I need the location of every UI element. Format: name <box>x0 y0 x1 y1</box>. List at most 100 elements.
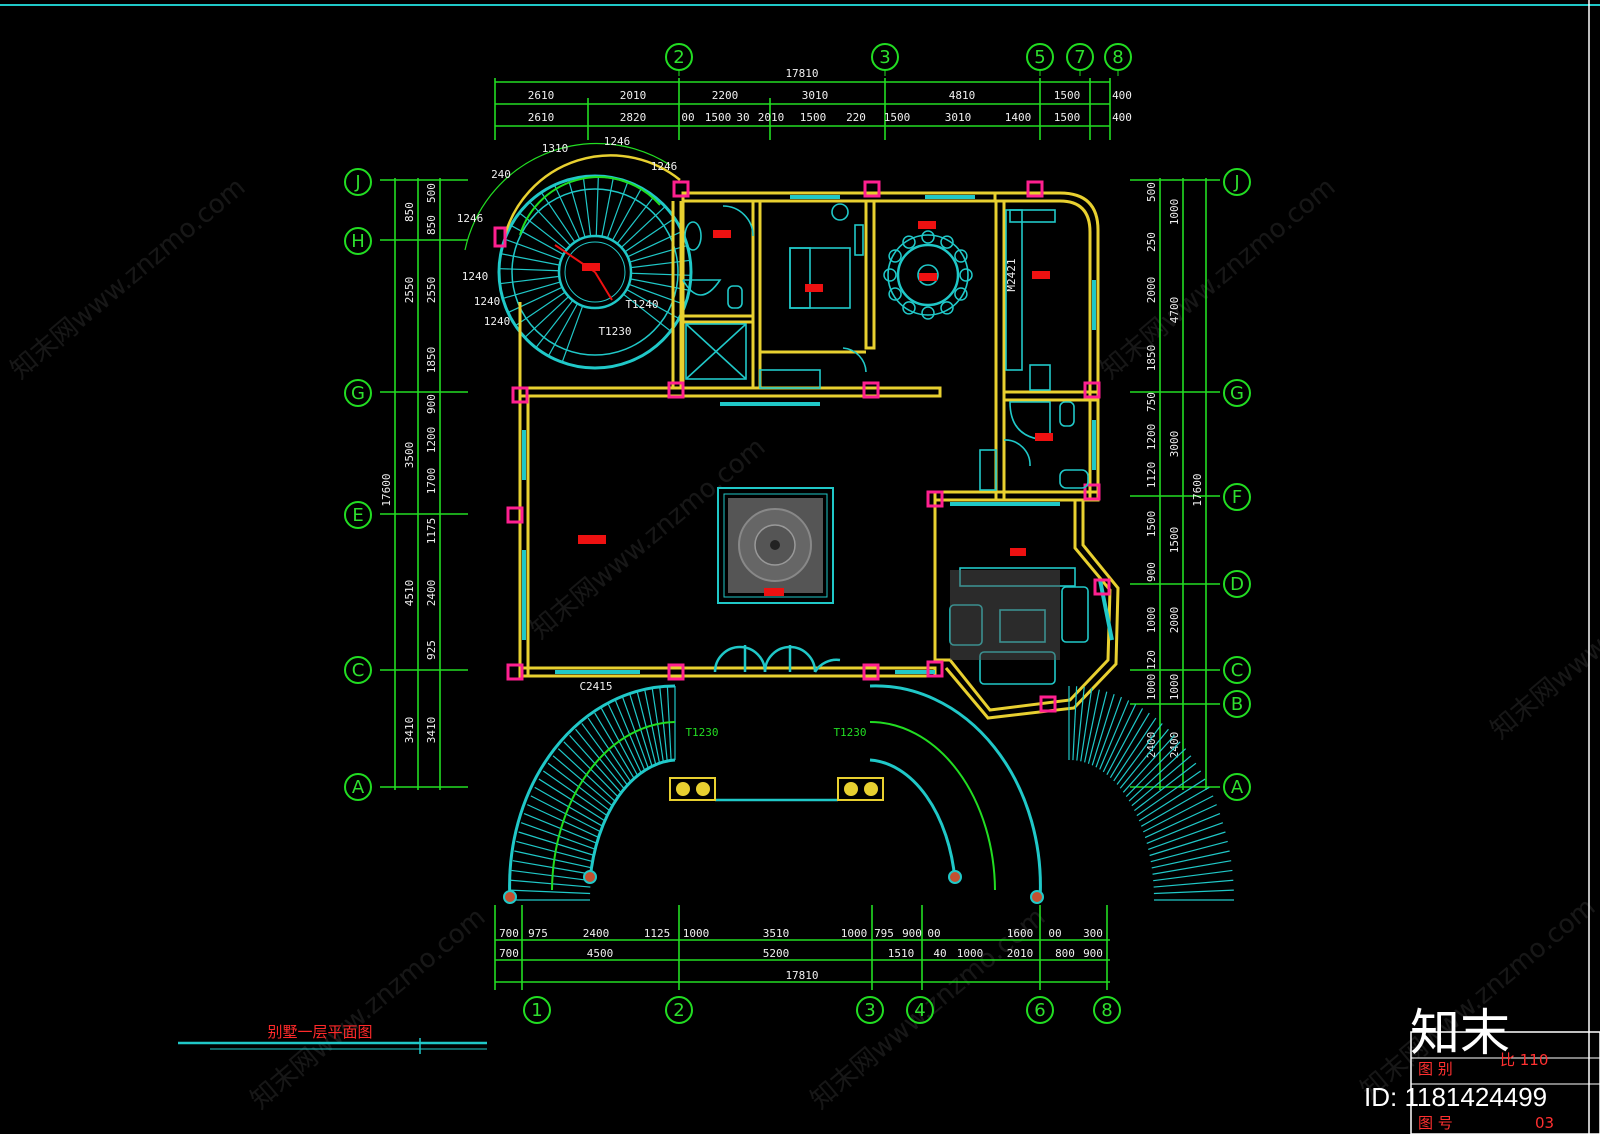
stair-arc-dim: 1240 <box>484 315 511 328</box>
dim-text: 2610 <box>528 111 555 124</box>
dim-text: 1600 <box>1007 927 1034 940</box>
dim-overall-bottom: 17810 <box>785 969 818 982</box>
stair-tag: T1230 <box>598 325 631 338</box>
stair-tread <box>529 202 571 247</box>
stair-tread <box>1084 689 1100 763</box>
dining-chair <box>959 268 973 282</box>
dim-text: 850 <box>403 202 416 222</box>
stair-tread <box>501 253 560 266</box>
stair-tread <box>1149 831 1226 857</box>
axis-label-top: 5 <box>1034 47 1045 68</box>
axis-label-left: J <box>354 172 360 193</box>
watermark-text: 知末网www.znzmo.com <box>1355 892 1600 1105</box>
dim-text: 925 <box>425 640 438 660</box>
stair-tread <box>1153 879 1234 888</box>
dim-text: 2200 <box>712 89 739 102</box>
dining-chair <box>921 306 935 320</box>
dim-overall-left: 17600 <box>380 473 393 506</box>
dim-text: 1510 <box>888 947 915 960</box>
stair-tread <box>1102 703 1137 773</box>
dining-chair <box>888 287 902 301</box>
dimension-lines <box>380 78 1220 990</box>
axis-label-bottom: 1 <box>531 1000 542 1021</box>
dim-text: 2010 <box>620 89 647 102</box>
watermark-text: 知末网www.znzmo.com <box>5 172 251 385</box>
title-block-cell: 03 <box>1535 1114 1554 1132</box>
dim-text: 1500 <box>1145 511 1158 538</box>
dim-text: 1700 <box>425 468 438 495</box>
stair-arc-dim: 240 <box>491 168 511 181</box>
axis-label-bottom: 4 <box>914 1000 925 1021</box>
stair-arc-dim: 1246 <box>457 212 484 225</box>
dim-text: 1200 <box>425 427 438 454</box>
dim-text: 1500 <box>800 111 827 124</box>
stair-tread <box>626 288 679 319</box>
dim-text: 1000 <box>1168 674 1181 701</box>
stair-tread <box>606 182 629 239</box>
stair-tread <box>511 869 591 882</box>
stair-tread <box>1122 734 1175 793</box>
axis-label-right: F <box>1232 487 1242 508</box>
dim-text: 1500 <box>1054 89 1081 102</box>
watermark-text: 知末网www.znzmo.com <box>1095 172 1341 385</box>
stair-treads <box>1068 686 1234 901</box>
dim-text: 700 <box>499 947 519 960</box>
dim-text: 400 <box>1112 111 1132 124</box>
stair-tread <box>1150 840 1228 863</box>
stair-arc-labels: 240 1310 1246 1246 1246 1240 1240 1240 T… <box>457 135 678 338</box>
dim-text: 795 <box>874 927 894 940</box>
axis-label-top: 2 <box>673 47 684 68</box>
exterior-stairs <box>503 684 1234 904</box>
axis-label-top: 7 <box>1074 47 1085 68</box>
stair-tread <box>500 268 560 272</box>
dim-text: 975 <box>528 927 548 940</box>
dining-chair <box>883 268 897 282</box>
stair-tread <box>616 196 654 245</box>
dim-text: 3000 <box>1168 431 1181 458</box>
dim-text: 750 <box>1145 392 1158 412</box>
dim-text: 4510 <box>403 580 416 607</box>
dim-text: 850 <box>425 215 438 235</box>
stair-tread <box>595 177 599 237</box>
columns <box>493 180 1111 713</box>
stair-tread <box>624 218 675 253</box>
dim-text: 3510 <box>763 927 790 940</box>
stair-tread <box>1134 762 1197 812</box>
axis-label-left: C <box>352 660 365 681</box>
dim-overall-top: 17810 <box>785 67 818 80</box>
drawing-title-block: 别墅一层平面图 <box>178 1023 487 1054</box>
stair-arc-dim: 1246 <box>651 160 678 173</box>
axis-label-right: D <box>1230 574 1244 595</box>
title-block: 图 别 比 110 图 号 03 <box>1410 1031 1600 1134</box>
axis-label-right: B <box>1231 694 1243 715</box>
dim-text: 2820 <box>620 111 647 124</box>
axis-bubble-labels: 2 3 5 7 8 1 2 3 4 6 8 J H G E C A J G F … <box>351 47 1244 1021</box>
stair-tread <box>1153 869 1233 882</box>
stair-tread <box>568 180 586 238</box>
dining-chair <box>954 249 968 263</box>
stair-tread <box>515 291 566 326</box>
dim-text: 800 <box>1055 947 1075 960</box>
spiral-staircase <box>464 142 693 370</box>
dim-text: 900 <box>425 394 438 414</box>
axis-bubbles <box>344 43 1251 1024</box>
dim-text: 1000 <box>1145 674 1158 701</box>
dim-text: 40 <box>933 947 946 960</box>
dim-text: 1000 <box>841 927 868 940</box>
stair-tread <box>541 192 576 243</box>
dim-text: 1500 <box>1168 527 1181 554</box>
stair-tag: T1230 <box>833 726 866 739</box>
stair-tread <box>1113 717 1157 782</box>
stair-tread <box>505 238 562 261</box>
dim-text: 2400 <box>425 580 438 607</box>
stair-tread <box>1144 804 1217 839</box>
axis-label-top: 3 <box>879 47 890 68</box>
axis-label-right: G <box>1230 383 1244 404</box>
dim-text: 5200 <box>763 947 790 960</box>
dimension-text-right: 17600 2400 1000 2000 1500 3000 4700 1000… <box>1145 182 1204 758</box>
dining-chair <box>940 301 954 315</box>
dim-text: 1000 <box>1145 607 1158 634</box>
dimension-text-left: 17600 3410 4510 3500 2550 850 3410 925 2… <box>380 183 438 743</box>
stair-tread <box>620 206 665 248</box>
